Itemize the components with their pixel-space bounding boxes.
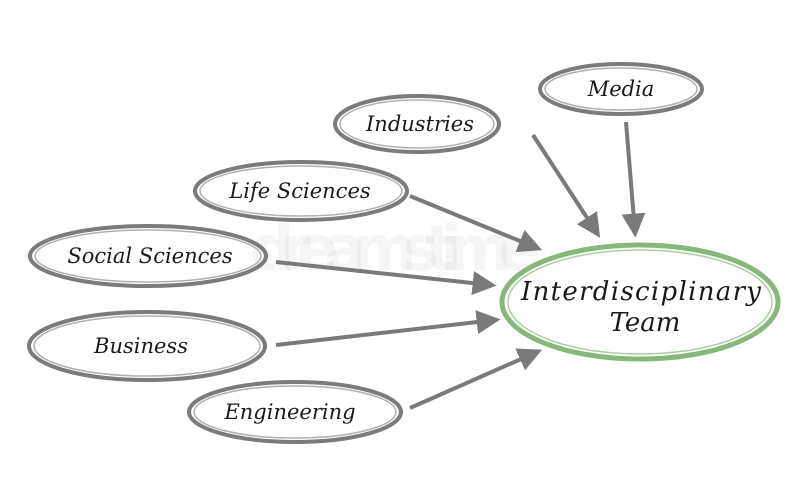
node-engineering: Engineering: [187, 380, 403, 444]
node-industries: Industries: [333, 94, 501, 154]
node-engineering-label: Engineering: [223, 400, 355, 424]
node-engineering-outline-inner: [193, 385, 397, 439]
arrow-media: [621, 121, 646, 238]
node-business-label: Business: [93, 334, 188, 358]
arrows: [275, 121, 646, 410]
arrow-business: [275, 310, 501, 347]
node-business-outline: [27, 310, 267, 382]
node-media-label: Media: [587, 77, 655, 101]
node-life-sciences-outline-inner: [199, 165, 403, 217]
node-social-sciences-label: Social Sciences: [67, 244, 232, 268]
node-life-sciences-label: Life Sciences: [228, 179, 371, 203]
node-media-outline-inner: [544, 67, 698, 111]
node-engineering-outline: [187, 380, 403, 444]
arrow-industries: [531, 133, 601, 238]
node-social-sciences-outline-inner: [34, 229, 262, 283]
arrow-social-sciences: [275, 260, 497, 295]
arrow-life-sciences: [409, 194, 543, 253]
node-life-sciences-outline: [193, 160, 409, 222]
node-social-sciences: Social Sciences: [28, 224, 268, 288]
center-node-label-line2: Team: [610, 308, 681, 338]
center-node-label-line1: Interdisciplinary: [520, 277, 761, 307]
node-industries-label: Industries: [365, 112, 474, 136]
node-business: Business: [27, 310, 267, 382]
node-business-outline-inner: [33, 315, 261, 377]
center-node-outline: [499, 242, 781, 362]
node-media: Media: [538, 62, 704, 116]
node-social-sciences-outline: [28, 224, 268, 288]
node-industries-outline-inner: [339, 99, 495, 149]
center-node: Interdisciplinary Team: [499, 242, 781, 362]
center-node-outline-inner: [507, 249, 773, 355]
node-life-sciences: Life Sciences: [193, 160, 409, 222]
arrow-engineering: [409, 348, 543, 410]
node-media-outline: [538, 62, 704, 116]
node-industries-outline: [333, 94, 501, 154]
